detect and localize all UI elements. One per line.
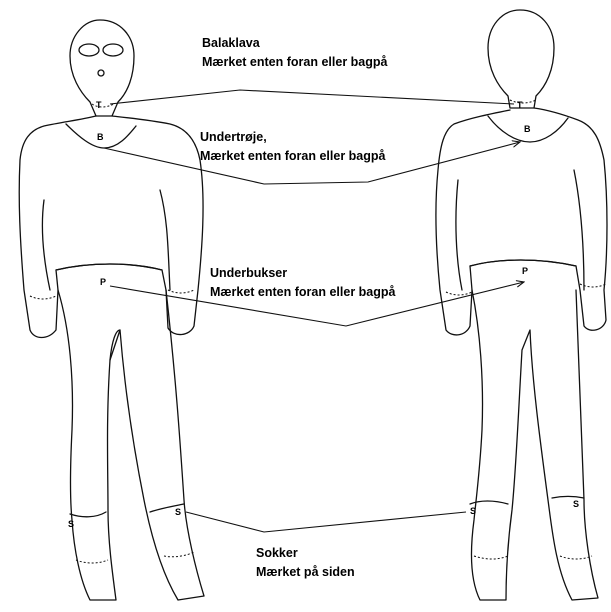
front-marker-s-left: S bbox=[68, 519, 74, 529]
front-figure: T B P S S bbox=[19, 20, 204, 600]
label-undertroje-title: Undertrøje, bbox=[200, 128, 385, 147]
back-sock-ankle-right bbox=[560, 556, 592, 559]
label-sokker-title: Sokker bbox=[256, 544, 355, 563]
back-cuff-left bbox=[446, 292, 472, 295]
front-inner-arm-right bbox=[160, 190, 170, 290]
connector-sokker bbox=[186, 512, 466, 532]
front-legs bbox=[58, 290, 204, 600]
front-marker-t: T bbox=[96, 100, 102, 110]
label-sokker-note: Mærket på siden bbox=[256, 563, 355, 582]
front-head bbox=[70, 20, 134, 116]
label-sokker: Sokker Mærket på siden bbox=[256, 544, 355, 582]
front-cuff-left bbox=[30, 296, 56, 299]
label-underbukser-note: Mærket enten foran eller bagpå bbox=[210, 283, 395, 302]
back-head bbox=[488, 10, 554, 108]
back-marker-t: T bbox=[517, 100, 523, 110]
back-figure: T B P S S bbox=[436, 10, 607, 600]
front-inner-arm-left bbox=[42, 200, 50, 290]
front-sock-ankle-left bbox=[76, 560, 108, 563]
label-balaklava: Balaklava Mærket enten foran eller bagpå bbox=[202, 34, 387, 72]
label-balaklava-note: Mærket enten foran eller bagpå bbox=[202, 53, 387, 72]
back-marker-s-left: S bbox=[470, 506, 476, 516]
label-undertroje-note: Mærket enten foran eller bagpå bbox=[200, 147, 385, 166]
label-underbukser-title: Underbukser bbox=[210, 264, 395, 283]
back-sock-top-right bbox=[552, 497, 584, 499]
front-marker-s-right: S bbox=[175, 507, 181, 517]
back-marker-p: P bbox=[522, 266, 528, 276]
back-neck-trim bbox=[510, 100, 536, 103]
label-underbukser: Underbukser Mærket enten foran eller bag… bbox=[210, 264, 395, 302]
front-sock-ankle-right bbox=[164, 552, 194, 557]
front-mouth bbox=[98, 70, 104, 76]
back-marker-s-right: S bbox=[573, 499, 579, 509]
back-sock-ankle-left bbox=[474, 556, 508, 559]
front-sock-top-left bbox=[70, 512, 106, 517]
back-marker-b: B bbox=[524, 124, 531, 134]
front-marker-p: P bbox=[100, 277, 106, 287]
front-marker-b: B bbox=[97, 132, 104, 142]
connector-balaklava bbox=[110, 90, 514, 104]
label-undertroje: Undertrøje, Mærket enten foran eller bag… bbox=[200, 128, 385, 166]
front-eye-right bbox=[103, 44, 123, 56]
front-eye-left bbox=[79, 44, 99, 56]
back-inner-arm-right bbox=[574, 170, 584, 290]
back-legs bbox=[472, 290, 598, 600]
front-cuff-right bbox=[168, 290, 194, 293]
back-inner-arm-left bbox=[456, 180, 462, 290]
label-balaklava-title: Balaklava bbox=[202, 34, 387, 53]
front-waistband bbox=[56, 264, 162, 270]
